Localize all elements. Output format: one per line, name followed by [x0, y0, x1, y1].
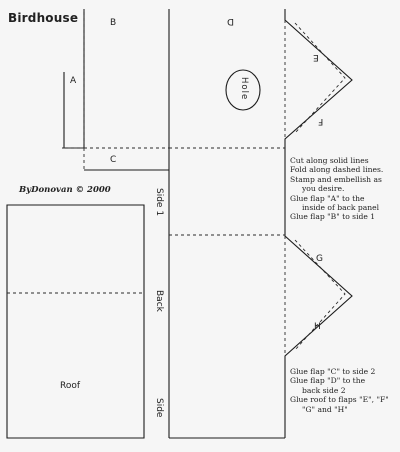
hole-label: Hole [239, 77, 249, 101]
flap-label-g: G [316, 254, 323, 264]
panel-label-roof: Roof [60, 381, 81, 391]
instruction-line: Glue flap "C" to side 2 [290, 367, 376, 376]
cut-line-right-upper [284, 9, 353, 232]
credit-line: ByDonovan © 2000 [19, 185, 111, 195]
instruction-line: Glue flap "D" to the [290, 376, 366, 386]
flap-label-f: F [318, 116, 324, 126]
entrance-hole [225, 69, 261, 111]
instruction-line: Glue roof to flaps "E", "F" [290, 395, 389, 405]
instruction-line: "G" and "H" [302, 404, 348, 414]
page-title: Birdhouse [8, 11, 79, 25]
instruction-line: Glue flap "A" to the [290, 193, 365, 203]
panel-label-back: Back [154, 290, 164, 312]
flap-label-h: H [314, 322, 321, 332]
instruction-line: you desire. [302, 184, 345, 194]
instruction-line: Cut along solid lines [290, 156, 369, 165]
instruction-line: back side 2 [302, 385, 346, 395]
fold-line-lower-inner [294, 239, 346, 351]
flap-label-b: B [110, 18, 117, 28]
instruction-line: Glue flap "B" to side 1 [290, 212, 376, 222]
flap-label-e: E [313, 52, 319, 62]
roof-outline [6, 204, 145, 439]
panel-label-side2: Side [154, 398, 164, 418]
flap-label-a: A [70, 76, 77, 86]
instruction-line: Stamp and embellish as [290, 174, 382, 184]
flap-label-c: C [110, 155, 117, 165]
flap-label-d: D [227, 16, 234, 26]
instruction-line: inside of back panel [302, 203, 380, 213]
fold-line-upper-inner [294, 22, 346, 134]
instruction-line: Fold along dashed lines. [290, 165, 384, 175]
panel-label-side1: Side 1 [154, 188, 164, 217]
